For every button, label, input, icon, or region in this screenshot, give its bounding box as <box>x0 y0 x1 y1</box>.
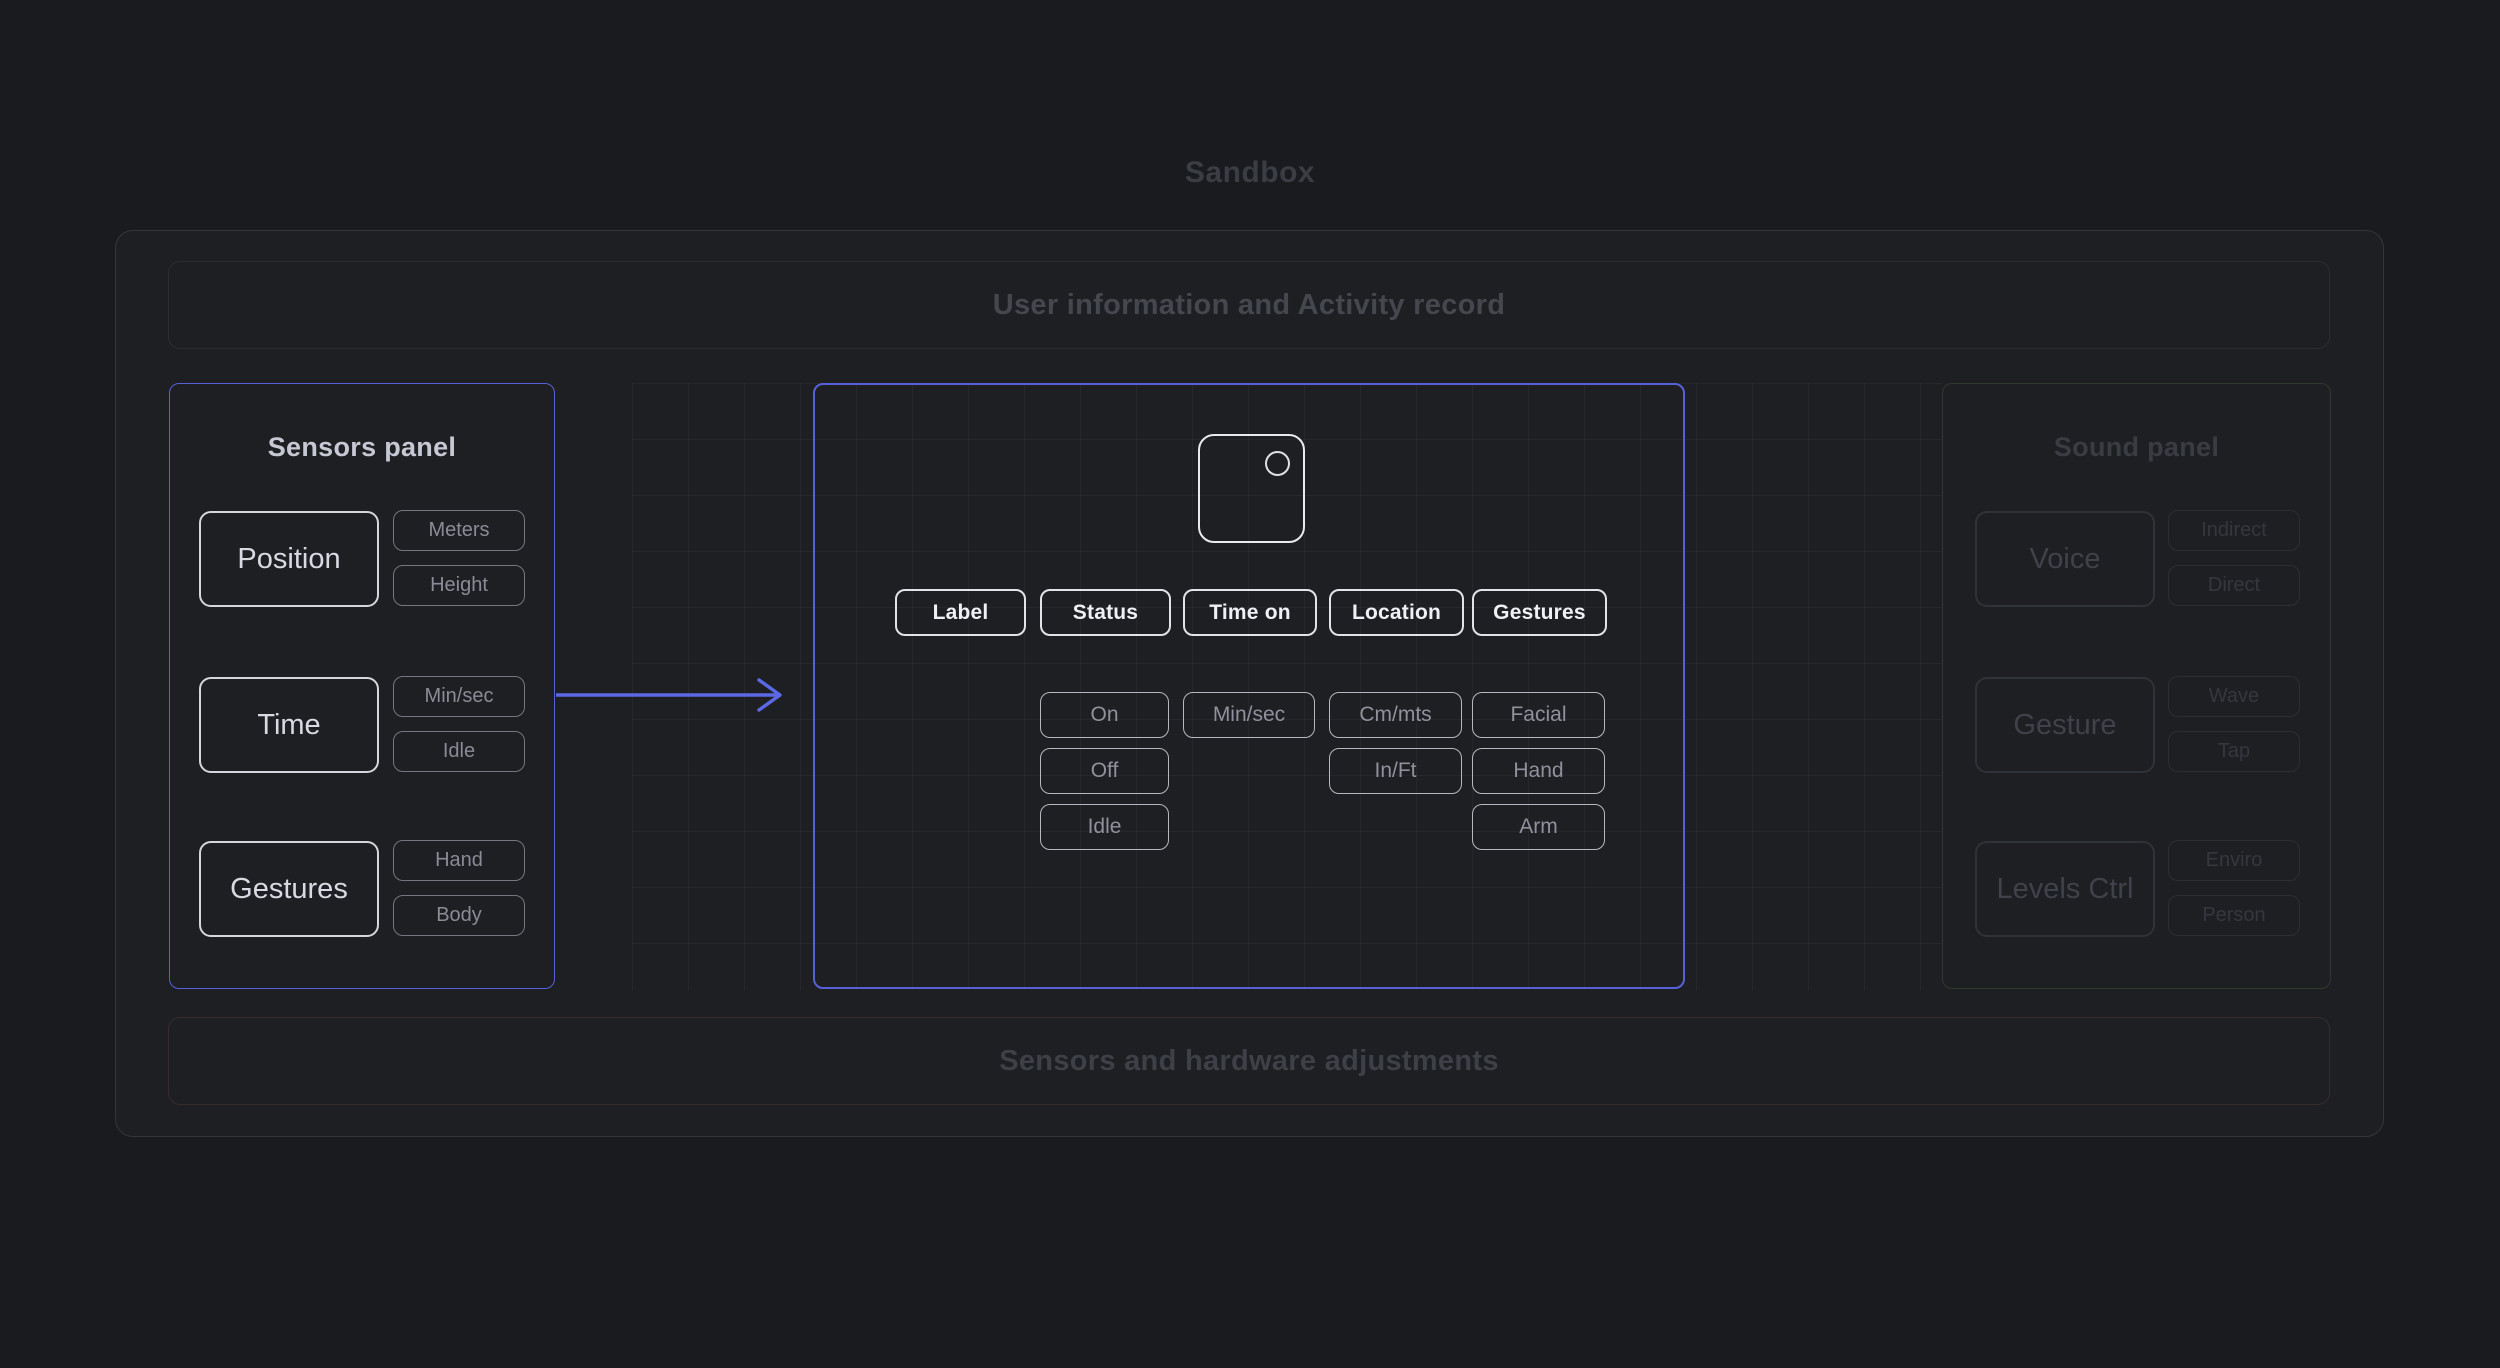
time-button[interactable]: Time <box>199 677 379 773</box>
option-minsec[interactable]: Min/sec <box>1183 692 1315 738</box>
canvas-grid-background <box>632 383 1942 990</box>
tap-button[interactable]: Tap <box>2168 731 2300 772</box>
hand-button[interactable]: Hand <box>393 840 525 881</box>
option-inft[interactable]: In/Ft <box>1329 748 1462 794</box>
levels-ctrl-button[interactable]: Levels Ctrl <box>1975 841 2155 937</box>
option-on[interactable]: On <box>1040 692 1169 738</box>
sound-panel-title: Sound panel <box>2053 432 2220 462</box>
column-header-location[interactable]: Location <box>1329 589 1464 636</box>
body-button[interactable]: Body <box>393 895 525 936</box>
option-off[interactable]: Off <box>1040 748 1169 794</box>
voice-button[interactable]: Voice <box>1975 511 2155 607</box>
sensors-panel-title: Sensors panel <box>267 432 457 462</box>
enviro-button[interactable]: Enviro <box>2168 840 2300 881</box>
page-title: Sandbox <box>1184 156 1316 189</box>
height-button[interactable]: Height <box>393 565 525 606</box>
column-header-status[interactable]: Status <box>1040 589 1171 636</box>
sensors-panel: Sensors panel Position Meters Height Tim… <box>169 383 555 989</box>
device-node-icon[interactable] <box>1198 434 1305 543</box>
header-section-label: User information and Activity record <box>168 261 2330 349</box>
position-button[interactable]: Position <box>199 511 379 607</box>
option-cmmts[interactable]: Cm/mts <box>1329 692 1462 738</box>
person-button[interactable]: Person <box>2168 895 2300 936</box>
flow-arrow <box>556 678 782 712</box>
option-facial[interactable]: Facial <box>1472 692 1605 738</box>
column-header-label[interactable]: Label <box>895 589 1026 636</box>
option-arm[interactable]: Arm <box>1472 804 1605 850</box>
wave-button[interactable]: Wave <box>2168 676 2300 717</box>
canvas-panel: Label Status Time on Location Gestures O… <box>813 383 1685 989</box>
footer-section-label: Sensors and hardware adjustments <box>168 1017 2330 1105</box>
main-container: User information and Activity record Sen… <box>115 230 2384 1137</box>
indirect-button[interactable]: Indirect <box>2168 510 2300 551</box>
sound-panel: Sound panel Voice Indirect Direct Gestur… <box>1942 383 2331 989</box>
minsec-button[interactable]: Min/sec <box>393 676 525 717</box>
option-idle[interactable]: Idle <box>1040 804 1169 850</box>
meters-button[interactable]: Meters <box>393 510 525 551</box>
indicator-dot-icon <box>1265 451 1290 476</box>
column-header-time-on[interactable]: Time on <box>1183 589 1317 636</box>
gesture-button[interactable]: Gesture <box>1975 677 2155 773</box>
idle-button[interactable]: Idle <box>393 731 525 772</box>
direct-button[interactable]: Direct <box>2168 565 2300 606</box>
column-header-gestures[interactable]: Gestures <box>1472 589 1607 636</box>
gestures-button[interactable]: Gestures <box>199 841 379 937</box>
option-hand[interactable]: Hand <box>1472 748 1605 794</box>
